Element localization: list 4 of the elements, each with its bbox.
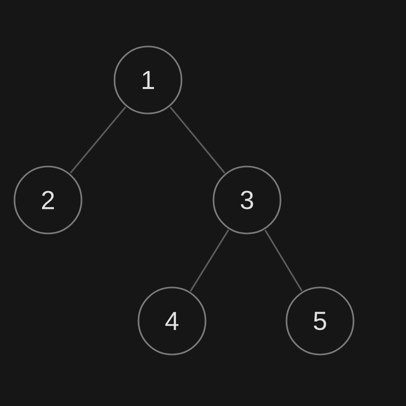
tree-edge — [170, 106, 226, 174]
tree-edge — [70, 106, 126, 174]
tree-edge — [190, 229, 230, 292]
tree-edge — [264, 230, 303, 292]
